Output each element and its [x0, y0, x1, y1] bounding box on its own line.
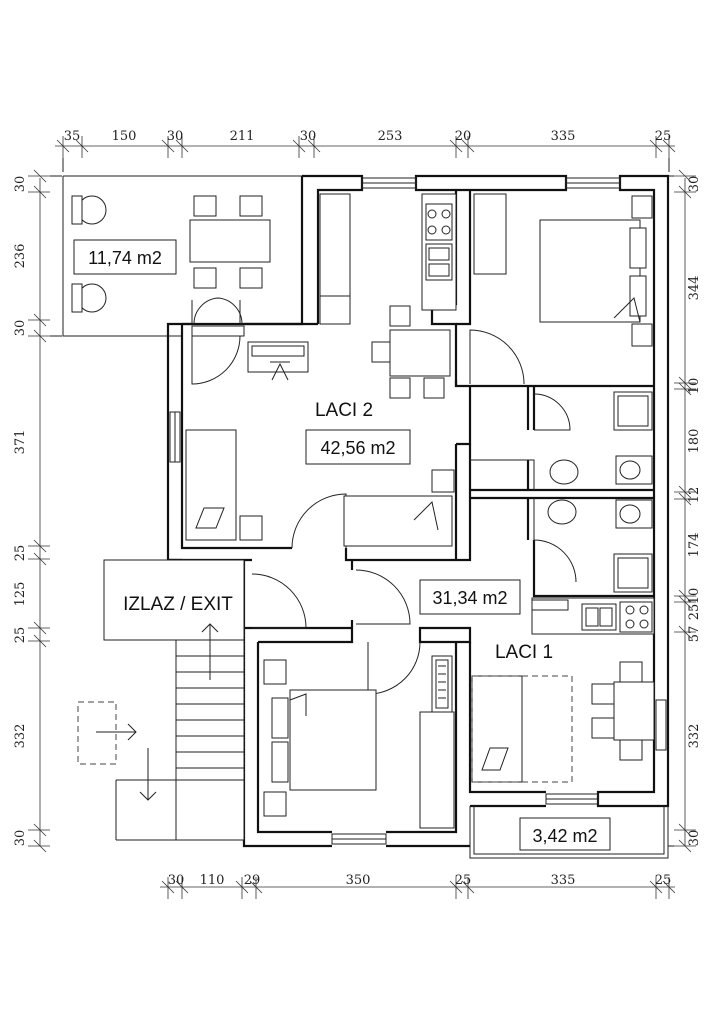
dim-bottom-1: 30 — [168, 873, 185, 888]
dimension-lines — [28, 136, 696, 899]
stairs — [77, 559, 245, 841]
dim-left-2: 236 — [13, 244, 28, 269]
dim-left-7: 25 — [13, 627, 28, 644]
laci2-furniture — [185, 193, 653, 593]
terrace-furniture — [71, 195, 271, 313]
dim-left-4: 371 — [13, 430, 28, 455]
dim-bottom-6: 335 — [551, 873, 576, 888]
dim-top-4: 211 — [230, 129, 255, 144]
dim-left-1: 30 — [13, 176, 28, 193]
balcony-area: 3,42 m2 — [532, 826, 597, 846]
dim-right-7: 10 — [687, 588, 702, 605]
dim-bottom-7: 25 — [655, 873, 672, 888]
area-label-laci1: 31,34 m2 — [419, 579, 521, 615]
area-label-terrace: 11,74 m2 — [73, 239, 177, 275]
area-label-balcony: 3,42 m2 — [519, 817, 611, 851]
dim-top-6: 253 — [378, 129, 403, 144]
dim-right-2: 344 — [687, 276, 702, 301]
laci1-label: LACI 1 — [495, 642, 553, 663]
dim-top-8: 335 — [551, 129, 576, 144]
dim-top-7: 20 — [455, 129, 472, 144]
laci2-area: 42,56 m2 — [320, 438, 395, 458]
dim-top-9: 25 — [655, 129, 672, 144]
dim-bottom-2: 110 — [200, 873, 225, 888]
dimensions-left: 30 236 30 371 25 125 25 332 30 — [13, 176, 28, 847]
dim-top-1: 35 — [64, 129, 81, 144]
dim-right-9: 57 — [687, 626, 702, 643]
exit-label: IZLAZ / EXIT — [123, 594, 233, 615]
dim-top-5: 30 — [300, 129, 317, 144]
dimensions-right: 30 344 10 180 12 174 10 25 57 332 30 — [687, 176, 702, 847]
dim-right-5: 12 — [687, 487, 702, 504]
doors — [191, 297, 577, 695]
dim-left-5: 25 — [13, 545, 28, 562]
dim-right-6: 174 — [687, 533, 702, 558]
laci2-label: LACI 2 — [315, 400, 373, 421]
dim-right-3: 10 — [687, 378, 702, 395]
laci1-area: 31,34 m2 — [432, 588, 507, 608]
dim-bottom-4: 350 — [346, 873, 371, 888]
dim-left-8: 332 — [13, 724, 28, 749]
dim-left-3: 30 — [13, 320, 28, 337]
walls — [62, 174, 670, 859]
terrace-area: 11,74 m2 — [88, 248, 162, 268]
dimensions-bottom: 30 110 29 350 25 335 25 — [168, 873, 672, 888]
dim-right-1: 30 — [687, 176, 702, 193]
dim-bottom-5: 25 — [455, 873, 472, 888]
dim-right-8: 25 — [687, 604, 702, 621]
dim-left-9: 30 — [13, 830, 28, 847]
dim-top-2: 150 — [112, 129, 137, 144]
dim-right-10: 332 — [687, 724, 702, 749]
laci1-furniture — [263, 597, 655, 829]
dim-top-3: 30 — [167, 129, 184, 144]
dim-bottom-3: 29 — [244, 873, 261, 888]
area-label-laci2: 42,56 m2 — [305, 429, 411, 465]
dim-right-11: 30 — [687, 830, 702, 847]
windows — [169, 177, 667, 845]
dim-left-6: 125 — [13, 582, 28, 607]
dim-right-4: 180 — [687, 429, 702, 454]
dimensions-top: 35 150 30 211 30 253 20 335 25 — [64, 129, 672, 144]
